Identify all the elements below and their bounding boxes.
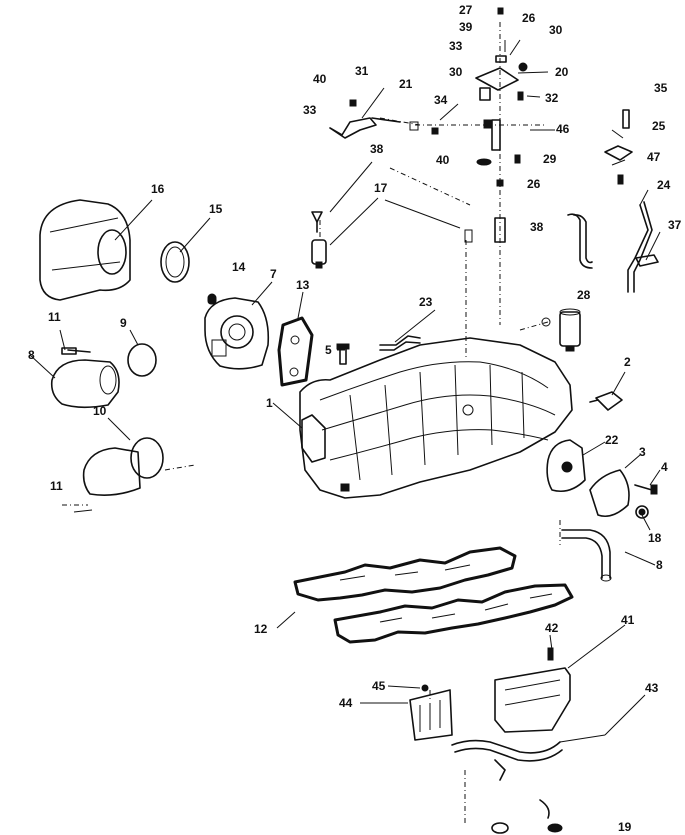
o-ring-9	[127, 343, 157, 377]
callout-13: 13	[296, 278, 310, 292]
callout-20: 20	[555, 65, 569, 79]
callout-37: 37	[668, 218, 682, 232]
callout-45: 45	[372, 679, 386, 693]
callout-7: 7	[270, 267, 277, 281]
throttle-body-7	[204, 295, 270, 370]
callout-38: 38	[370, 142, 384, 156]
fuel-line-38-24	[567, 201, 653, 293]
callout-30: 30	[449, 65, 463, 79]
throttle-body-clamp-15	[160, 241, 190, 283]
upper-fittings-assembly	[464, 7, 528, 243]
callout-38: 38	[530, 220, 544, 234]
callout-33: 33	[449, 39, 463, 53]
bracket-41-44-45	[409, 647, 571, 741]
callout-15: 15	[209, 202, 223, 216]
callout-labels: 27 26 39 30 33 30 20 32 40 31 21 33 34 4…	[28, 3, 682, 834]
callout-2: 2	[624, 355, 631, 369]
callout-44: 44	[339, 696, 353, 710]
callout-25: 25	[652, 119, 666, 133]
callout-18: 18	[648, 531, 662, 545]
callout-23: 23	[419, 295, 433, 309]
callout-33: 33	[303, 103, 317, 117]
bolts-5-11-14	[61, 293, 350, 365]
callout-19: 19	[618, 820, 632, 834]
callout-28: 28	[577, 288, 591, 302]
fittings-25-35-37-47	[604, 109, 659, 267]
callout-8: 8	[656, 558, 663, 572]
callout-31: 31	[355, 64, 369, 78]
leader-lines	[29, 39, 661, 743]
injectors-17	[311, 211, 327, 269]
callout-41: 41	[621, 613, 635, 627]
callout-40: 40	[436, 153, 450, 167]
callout-39: 39	[459, 20, 473, 34]
callout-16: 16	[151, 182, 165, 196]
callout-17: 17	[374, 181, 388, 195]
callout-34: 34	[434, 93, 448, 107]
callout-35: 35	[654, 81, 668, 95]
callout-30: 30	[549, 23, 563, 37]
nut-18	[635, 505, 649, 519]
callout-5: 5	[325, 343, 332, 357]
callout-4: 4	[661, 460, 668, 474]
callout-42: 42	[545, 621, 559, 635]
o-ring-10	[130, 437, 164, 479]
bolt-4	[634, 484, 658, 495]
throttle-body-adapter-8	[50, 349, 120, 409]
adapter-11	[73, 447, 141, 513]
linkage-21-31-33-40	[329, 99, 439, 139]
callout-3: 3	[639, 445, 646, 459]
coolant-tube-43-19	[451, 739, 563, 834]
callout-47: 47	[647, 150, 661, 164]
throttle-body-cover-16	[39, 199, 131, 301]
sensor-2	[589, 391, 623, 411]
callout-11: 11	[48, 310, 61, 324]
callout-11: 11	[50, 479, 63, 493]
throttle-body-gasket-13	[277, 316, 314, 387]
callout-12: 12	[254, 622, 268, 636]
egr-gasket-3	[589, 469, 630, 518]
callout-40: 40	[313, 72, 327, 86]
callout-21: 21	[399, 77, 413, 91]
callout-24: 24	[657, 178, 671, 192]
callout-9: 9	[120, 316, 127, 330]
callout-32: 32	[545, 91, 559, 105]
manifold-gaskets-12	[293, 546, 574, 644]
pcv-tube-23	[379, 335, 421, 351]
callout-10: 10	[93, 404, 107, 418]
callout-27: 27	[459, 3, 473, 17]
assembly-centerlines	[62, 22, 561, 825]
intake-manifold-1	[299, 337, 573, 499]
callout-43: 43	[645, 681, 659, 695]
callout-26: 26	[527, 177, 541, 191]
callout-46: 46	[556, 122, 570, 136]
fuel-filter-28	[541, 308, 581, 352]
egr-valve-22	[546, 439, 586, 493]
callout-26: 26	[522, 11, 536, 25]
callout-1: 1	[266, 396, 273, 410]
callout-22: 22	[605, 433, 619, 447]
egr-tube-8	[561, 529, 612, 582]
callout-8: 8	[28, 348, 35, 362]
callout-14: 14	[232, 260, 246, 274]
callout-29: 29	[543, 152, 557, 166]
